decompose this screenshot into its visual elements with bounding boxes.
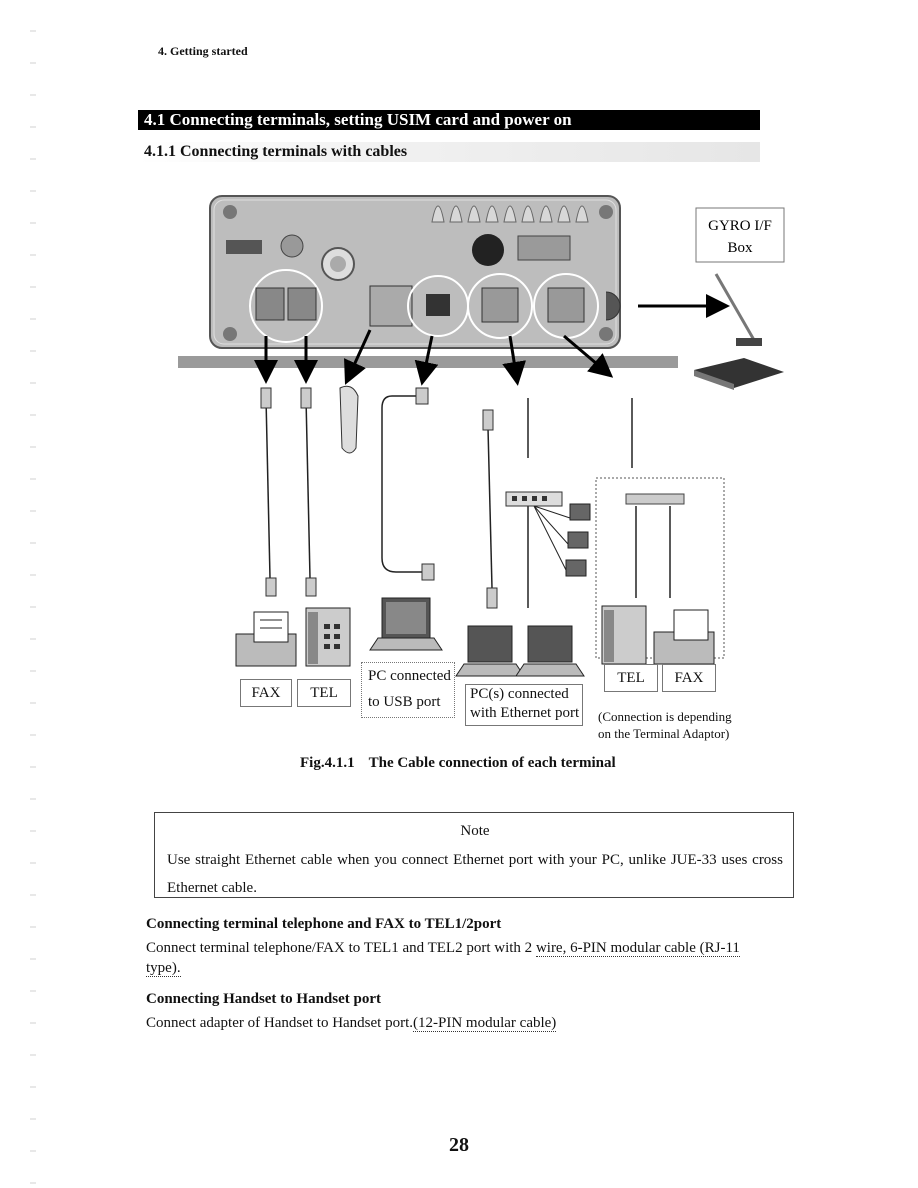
section-title: 4.1 Connecting terminals, setting USIM c… (138, 110, 760, 130)
gyro-box-label: GYRO I/F Box (695, 207, 785, 263)
pc-usb-label-line1: PC connected (368, 668, 451, 684)
handset-section-text: Connect adapter of Handset to Handset po… (146, 1013, 774, 1033)
gyro-label-line2: Box (727, 240, 753, 256)
tel-right-label: TEL (604, 664, 658, 692)
figure-caption-number: Fig.4.1.1 (300, 755, 355, 771)
pc-ethernet-label: PC(s) connected with Ethernet port (465, 684, 583, 726)
pc-usb-label: PC connected to USB port (361, 662, 455, 718)
page-number: 28 (449, 1134, 469, 1156)
plug-icons (260, 385, 498, 609)
handset-section-heading: Connecting Handset to Handset port (146, 991, 382, 1007)
fax-right-icon (653, 609, 715, 665)
figure-caption-text: The Cable connection of each terminal (368, 755, 616, 771)
pc-ethernet-label-line1: PC(s) connected (470, 686, 569, 702)
figure-caption: Fig.4.1.1 The Cable connection of each te… (300, 755, 616, 772)
adaptor-note: (Connection is depending on the Terminal… (598, 708, 732, 742)
note-box: Note Use straight Ethernet cable when yo… (154, 812, 794, 898)
tel-left-icon (305, 607, 351, 667)
chapter-header: 4. Getting started (158, 44, 248, 58)
fax-right-label: FAX (662, 664, 716, 692)
handset-cable-link: (12-PIN modular cable) (413, 1015, 557, 1032)
tel-right-icon (601, 605, 647, 665)
pc-ethernet-label-line2: with Ethernet port (470, 705, 580, 721)
gyro-label-line1: GYRO I/F (708, 218, 772, 234)
adaptor-note-line2: on the Terminal Adaptor) (598, 726, 730, 741)
tel-section-text: Connect terminal telephone/FAX to TEL1 a… (146, 938, 774, 978)
fax-left-label: FAX (240, 679, 292, 707)
tel-section-body: Connect terminal telephone/FAX to TEL1 a… (146, 940, 536, 956)
adaptor-note-line1: (Connection is depending (598, 709, 732, 724)
laptop-ethernet-icons (455, 625, 585, 677)
handset-section-body: Connect adapter of Handset to Handset po… (146, 1015, 414, 1031)
port-arrows (254, 329, 614, 386)
tel-section-heading: Connecting terminal telephone and FAX to… (146, 916, 502, 932)
adaptor-cables (635, 506, 671, 598)
cable-connection-figure: GYRO I/F Box (178, 195, 785, 677)
fax-left-icon (235, 611, 297, 667)
scan-edge (30, 0, 36, 1188)
ethernet-hub-icon (505, 491, 571, 571)
note-body: Use straight Ethernet cable when you con… (167, 852, 783, 896)
laptop-usb-icon (369, 597, 443, 651)
cables (265, 395, 633, 608)
gyro-antenna-icon (714, 273, 762, 346)
subsection-title: 4.1.1 Connecting terminals with cables (138, 142, 760, 162)
terminal-adaptor-device (178, 195, 678, 368)
pc-usb-label-line2: to USB port (368, 694, 441, 710)
terminal-adaptor-small-icon (625, 493, 685, 505)
gyro-box-icon (694, 358, 784, 390)
tel-left-label: TEL (297, 679, 351, 707)
tel-cable-link: wire, 6-PIN modular cable (RJ-11 type). (146, 940, 740, 977)
small-pc-icons (565, 503, 591, 577)
note-title: Note (460, 823, 490, 839)
